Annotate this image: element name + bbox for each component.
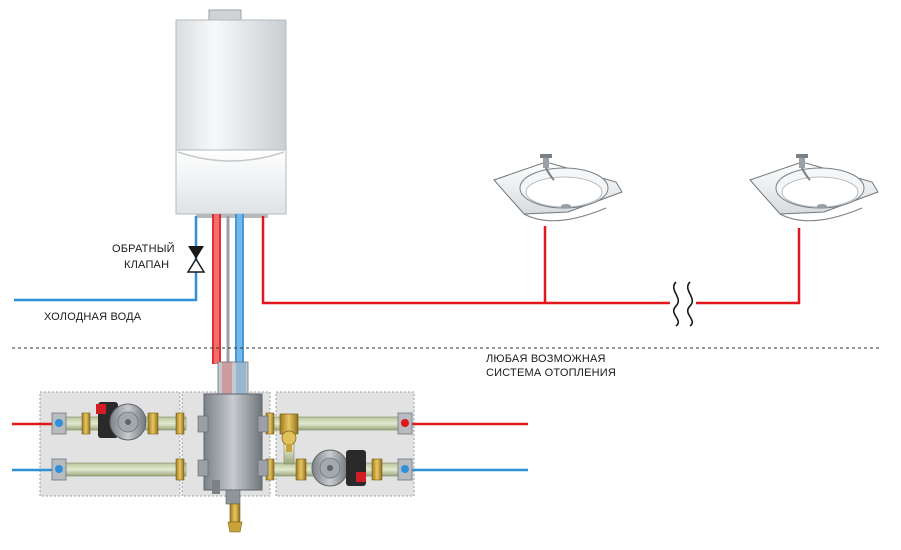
washbasin-icon bbox=[493, 154, 623, 222]
check-valve-icon bbox=[186, 246, 206, 273]
circulation-pump-icon bbox=[311, 449, 366, 487]
heating-return-pipe bbox=[235, 214, 244, 364]
gas-boiler-icon bbox=[175, 9, 287, 218]
check-valve-label-line1: ОБРАТНЫЙ bbox=[112, 243, 175, 255]
brass-fittings bbox=[81, 412, 383, 481]
right-pump-group-panel bbox=[275, 391, 415, 497]
hot-water-pipe bbox=[261, 216, 801, 305]
washbasin-icon bbox=[749, 154, 879, 222]
cold-water-label: ХОЛОДНАЯ ВОДА bbox=[44, 311, 142, 323]
pipe-break-icon bbox=[670, 281, 696, 327]
heating-system-label-line1: ЛЮБАЯ ВОЗМОЖНАЯ bbox=[486, 353, 606, 365]
heating-system-label-line2: СИСТЕМА ОТОПЛЕНИЯ bbox=[486, 367, 617, 379]
mixing-valve-icon bbox=[279, 413, 299, 452]
heating-supply-pipe bbox=[212, 214, 221, 364]
ball-valve-icon bbox=[397, 412, 413, 481]
hydraulic-separator-icon bbox=[197, 361, 269, 533]
cold-water-pipe bbox=[14, 216, 198, 302]
circulation-pump-icon bbox=[96, 402, 147, 441]
check-valve-label-line2: КЛАПАН bbox=[124, 259, 170, 271]
ball-valve-icon bbox=[51, 412, 67, 481]
